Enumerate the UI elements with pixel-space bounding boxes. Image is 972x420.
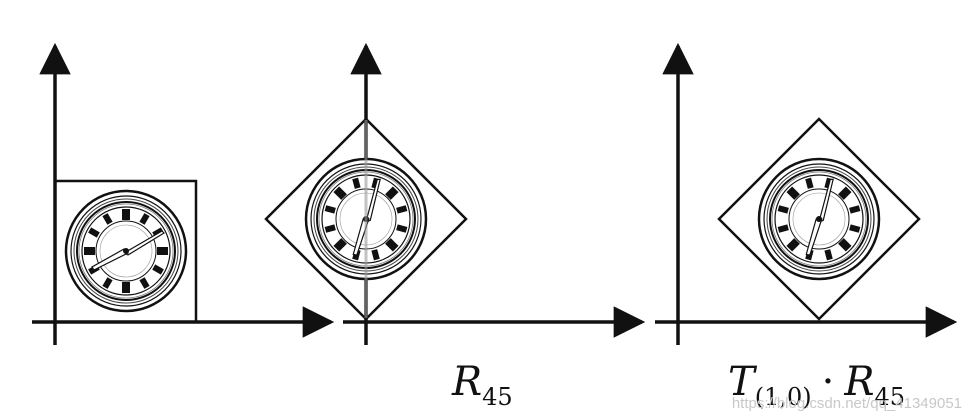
clock-icon (732, 132, 906, 306)
clock-icon (64, 189, 188, 313)
label-compose-r: R (844, 359, 875, 405)
label-compose-r-sub: 45 (874, 383, 905, 411)
label-rotate-symbol: R (452, 359, 483, 405)
diamond-rotated (264, 117, 468, 321)
panel-original (32, 42, 335, 345)
label-rotate-sub: 45 (482, 383, 513, 411)
label-compose-t-sub: (1,0) (754, 383, 812, 411)
square-original (53, 179, 198, 324)
label-rotate: R45 (452, 362, 513, 409)
panel-translated (655, 42, 958, 345)
watermark: https://blog.csdn.net/qq_41349051 (731, 395, 962, 412)
label-compose-t: T (728, 359, 755, 405)
diamond-translated (717, 117, 921, 321)
label-compose: T(1,0) ·R45 (728, 362, 905, 409)
label-compose-op: · (821, 359, 835, 405)
panel-rotated (264, 42, 646, 345)
